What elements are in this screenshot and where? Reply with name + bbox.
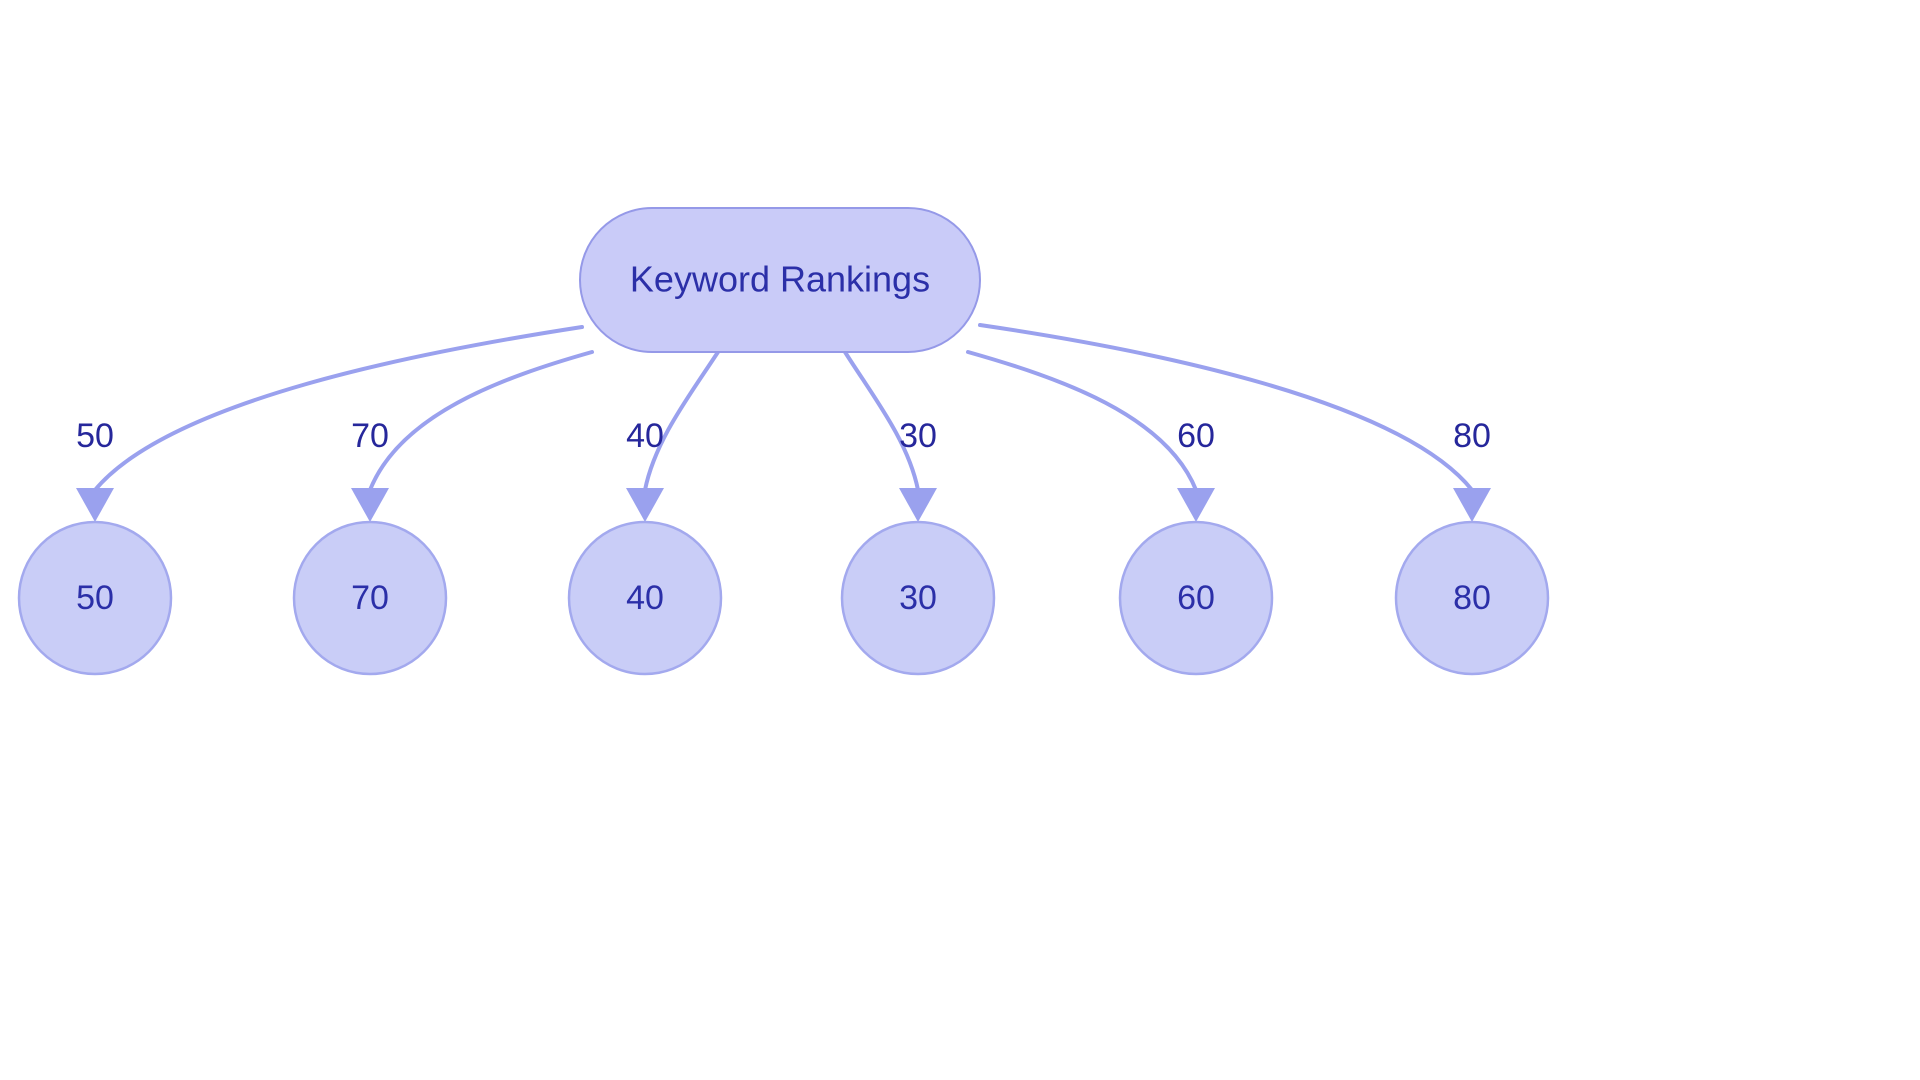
node-leaf-40[interactable]: 40 [567, 520, 723, 676]
edge-label: 70 [351, 417, 389, 455]
node-leaf-30[interactable]: 30 [840, 520, 996, 676]
leaf-node-shape [567, 520, 723, 676]
node-leaf-70[interactable]: 70 [292, 520, 448, 676]
edges-layer [93, 323, 1474, 492]
leaf-node-shape [1118, 520, 1274, 676]
edge-connector [93, 325, 584, 492]
edge-label: 50 [76, 417, 114, 455]
edge-label: 80 [1453, 417, 1491, 455]
arrowheads-layer [76, 488, 1491, 522]
edge-label: 40 [626, 417, 664, 455]
leaf-node-shape [840, 520, 996, 676]
node-root-keyword-rankings[interactable]: Keyword Rankings [579, 207, 981, 353]
leaf-node-label: 60 [1177, 579, 1215, 617]
edge-label: 30 [899, 417, 937, 455]
edge-arrowhead [1453, 488, 1491, 522]
leaf-node-label: 80 [1453, 579, 1491, 617]
nodes-layer: Keyword Rankings 50 70 40 30 60 80 [17, 207, 1550, 676]
edge-connector [843, 350, 920, 492]
leaf-node-label: 70 [351, 579, 389, 617]
edge-arrowhead [899, 488, 937, 522]
edge-connector [368, 350, 594, 492]
edge-arrowhead [626, 488, 664, 522]
leaf-node-label: 50 [76, 579, 114, 617]
leaf-node-shape [292, 520, 448, 676]
node-leaf-50[interactable]: 50 [17, 520, 173, 676]
node-leaf-80[interactable]: 80 [1394, 520, 1550, 676]
leaf-node-label: 30 [899, 579, 937, 617]
edge-arrowhead [76, 488, 114, 522]
node-leaf-60[interactable]: 60 [1118, 520, 1274, 676]
leaf-node-shape [1394, 520, 1550, 676]
leaf-node-shape [17, 520, 173, 676]
edge-labels-layer: 50 70 40 30 60 80 [76, 417, 1491, 455]
root-node-shape [579, 207, 981, 353]
edge-connector [978, 323, 1474, 492]
edge-arrowhead [1177, 488, 1215, 522]
root-node-label: Keyword Rankings [630, 259, 930, 300]
edge-arrowhead [351, 488, 389, 522]
edge-connector [966, 350, 1198, 492]
edge-connector [643, 350, 720, 492]
leaf-node-label: 40 [626, 579, 664, 617]
edge-label: 60 [1177, 417, 1215, 455]
